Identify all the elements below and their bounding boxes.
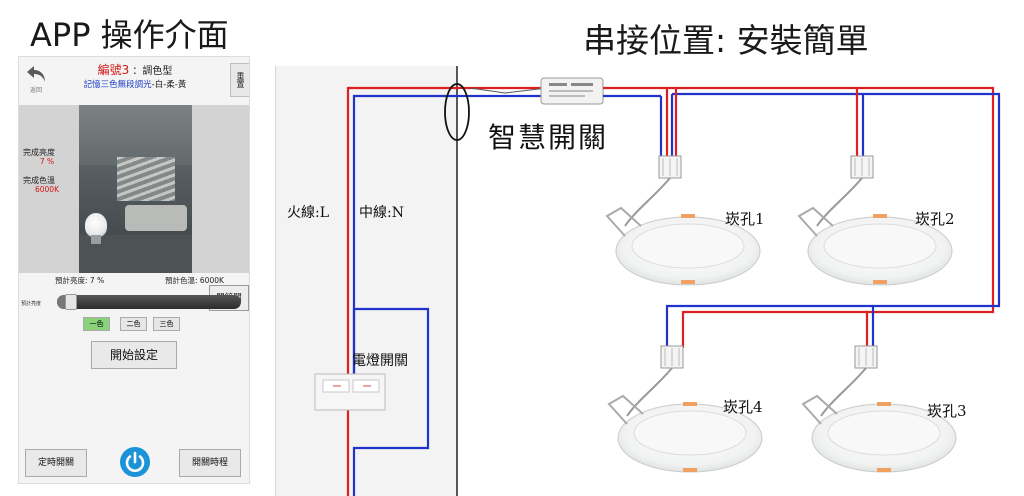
- mode-three-color-button[interactable]: 三色: [153, 317, 180, 331]
- neutral-wire-label: 中線:N: [359, 205, 404, 221]
- wiring-diagram: 智慧開關 火線:L 中線:N 電燈開關 崁孔1 崁孔2 崁孔4 崁孔3: [275, 66, 1024, 496]
- wiring-heading: 串接位置: 安裝簡單: [583, 21, 869, 60]
- estimate-row: 預計亮度: 7 % 預計色溫: 6000K: [19, 275, 249, 287]
- lamp-3-label: 崁孔3: [927, 402, 967, 420]
- back-button[interactable]: 返回: [22, 63, 50, 99]
- power-icon: [125, 451, 145, 472]
- memory-mode-colors: -白-柔-黃: [151, 80, 187, 90]
- memory-mode-main: 記憶三色無段調光: [83, 80, 152, 90]
- lighting-preview: 完成亮度 7 % 完成色溫 6000K 開鐘關: [19, 105, 249, 311]
- power-button[interactable]: [120, 447, 150, 477]
- back-label: 返回: [29, 87, 42, 94]
- wire-connector-icon: [660, 345, 684, 369]
- lamp-2-label: 崁孔2: [915, 210, 955, 228]
- app-interface-heading: APP 操作介面: [30, 16, 229, 54]
- smart-switch-label: 智慧開關: [488, 121, 609, 154]
- downlight-icon: [605, 206, 761, 286]
- lamp-1-label: 崁孔1: [725, 210, 765, 228]
- device-number: 編號3: [97, 63, 130, 77]
- wall-switch-label: 電燈開關: [352, 353, 408, 369]
- done-color-temp-value: 6000K: [34, 185, 59, 194]
- done-brightness-label: 完成亮度: [23, 148, 55, 157]
- live-wire-label: 火線:L: [287, 205, 330, 221]
- start-setup-button[interactable]: 開始設定: [91, 341, 177, 369]
- wiring-drawing: [275, 66, 1001, 496]
- lamp-4-label: 崁孔4: [723, 398, 763, 416]
- mode-one-color-button[interactable]: 一色: [83, 317, 110, 331]
- neutral-wire: [352, 94, 457, 376]
- wire-connector-icon: [850, 155, 874, 179]
- downlight-icon: [801, 394, 957, 473]
- smart-switch-module-icon: [540, 77, 604, 105]
- downlight-icon: [797, 206, 953, 286]
- mode-two-color-button[interactable]: 二色: [120, 317, 147, 331]
- timer-button[interactable]: 定時開關: [25, 449, 87, 477]
- wall-panel: [275, 66, 457, 496]
- reset-button[interactable]: 重置: [230, 63, 249, 97]
- memory-mode-text: 記憶三色無段調光-白-柔-黃: [19, 78, 249, 90]
- estimated-color-temp: 預計色溫: 6000K: [165, 276, 224, 285]
- device-type: ：調色型: [132, 66, 173, 77]
- schedule-button[interactable]: 開關時程: [179, 449, 241, 477]
- light-bulb-icon: [85, 213, 107, 237]
- done-color-temp-label: 完成色溫: [23, 176, 55, 185]
- wire-connector-icon: [854, 345, 878, 369]
- brightness-slider-thumb[interactable]: [65, 294, 77, 310]
- brightness-slider[interactable]: [57, 294, 241, 310]
- wall-switch-icon: [314, 373, 386, 411]
- downlight-icon: [607, 394, 763, 473]
- done-brightness-value: 7 %: [39, 157, 55, 166]
- live-wire: [346, 86, 547, 496]
- wire-connector-icon: [658, 155, 682, 179]
- app-screen: 返回 編號3 ：調色型 記憶三色無段調光-白-柔-黃 重置 完成亮度 7 % 完…: [18, 56, 250, 484]
- brightness-slider-label: 預計亮度: [21, 301, 42, 307]
- junction-circle: [444, 83, 470, 141]
- estimated-brightness: 預計亮度: 7 %: [55, 276, 105, 285]
- device-title: 編號3 ：調色型: [19, 61, 249, 78]
- room-preview-image: [79, 105, 192, 273]
- back-arrow-icon: [27, 66, 45, 82]
